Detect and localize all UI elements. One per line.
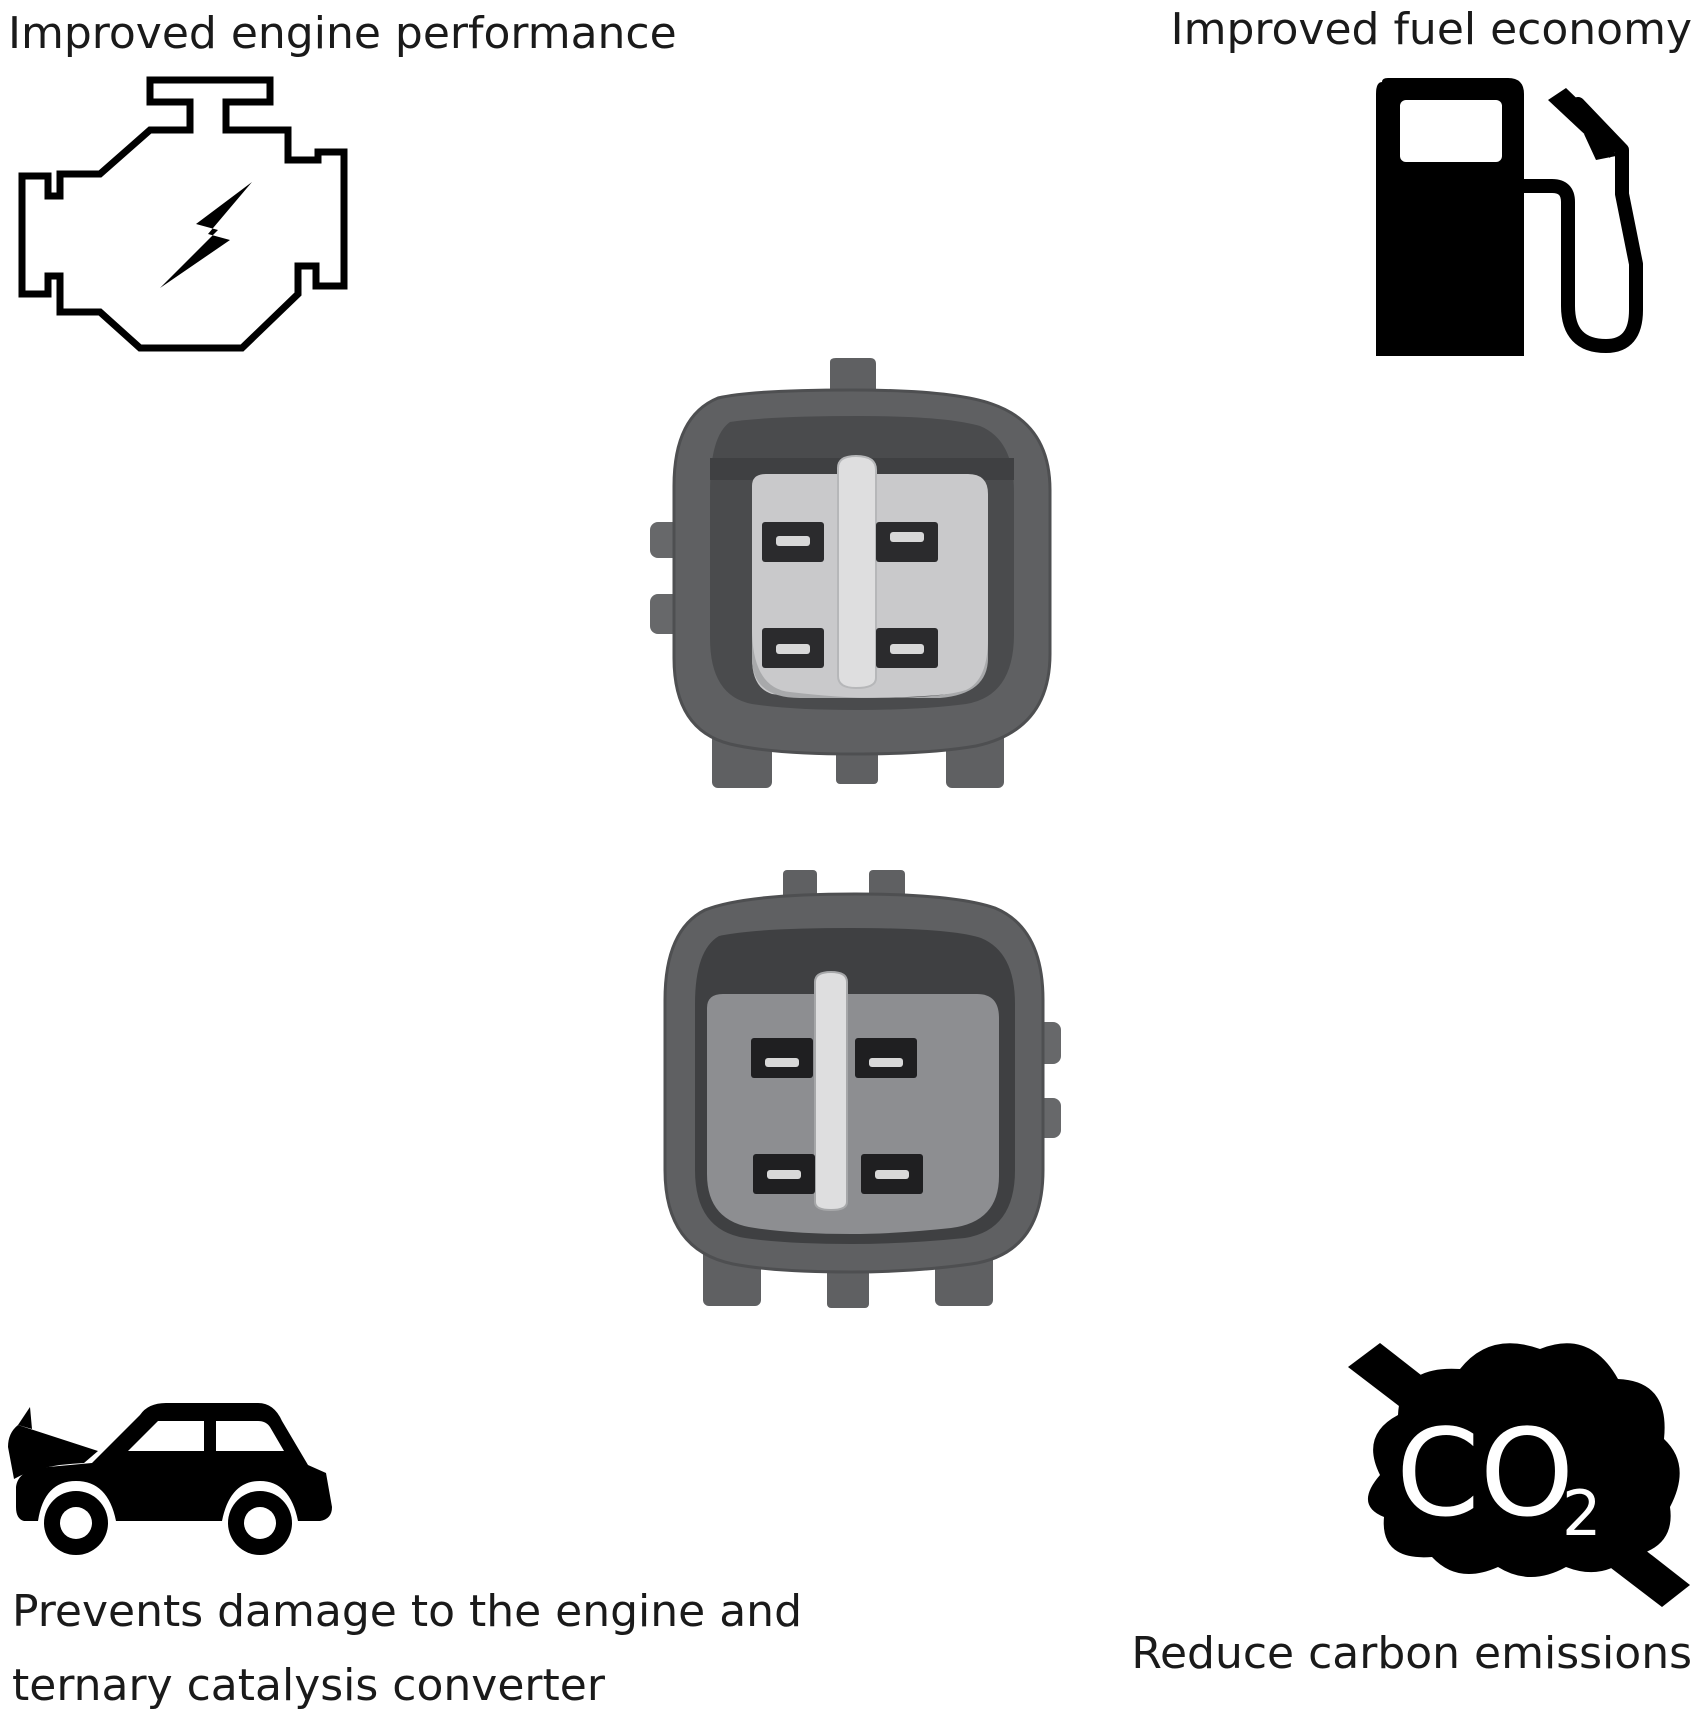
co2-subscript: 2 <box>1562 1477 1601 1550</box>
fuel-economy-caption: Improved fuel economy <box>1170 4 1692 55</box>
engine-performance-caption: Improved engine performance <box>8 8 677 59</box>
car-open-hood-icon <box>8 1403 332 1555</box>
prevents-damage-line-1: Prevents damage to the engine and <box>12 1586 803 1637</box>
fuel-pump-icon <box>1376 78 1643 356</box>
sensor-connector-top <box>650 358 1052 788</box>
prevents-damage-line-2: ternary catalysis converter <box>12 1660 605 1711</box>
sensor-connector-bottom <box>663 870 1061 1308</box>
co2-text: CO <box>1396 1405 1574 1544</box>
co2-cloud-crossed-icon: CO 2 <box>1348 1343 1690 1607</box>
engine-check-icon <box>18 76 348 352</box>
prevents-damage-caption: Prevents damage to the engine and ternar… <box>12 1575 832 1723</box>
reduce-carbon-caption: Reduce carbon emissions <box>1131 1628 1692 1679</box>
